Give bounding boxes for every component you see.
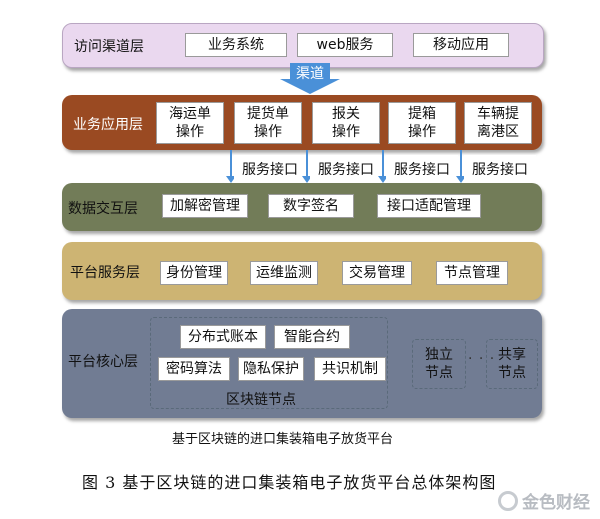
figure-title: 图 3 基于区块链的进口集装箱电子放货平台总体架构图 bbox=[82, 473, 497, 492]
platform-service-layer-label: 平台服务层 bbox=[70, 265, 140, 281]
transaction-management-box: 交易管理 bbox=[342, 261, 412, 285]
cryptography-box: 密码算法 bbox=[158, 357, 230, 381]
interface-line-1 bbox=[230, 150, 232, 176]
digital-signature-box: 数字签名 bbox=[268, 194, 354, 218]
business-application-layer-label: 业务应用层 bbox=[73, 117, 143, 133]
service-interface-3: 服务接口 bbox=[386, 155, 458, 183]
access-channel-layer-label: 访问渠道层 bbox=[74, 39, 144, 55]
watermark-logo-icon bbox=[498, 490, 518, 511]
operations-monitoring-box: 运维监测 bbox=[250, 261, 318, 285]
business-system-box: 业务系统 bbox=[185, 33, 287, 57]
consensus-mechanism-box: 共识机制 bbox=[314, 357, 386, 381]
identity-management-box: 身份管理 bbox=[160, 261, 228, 285]
node-management-box: 节点管理 bbox=[436, 261, 508, 285]
mobile-app-box: 移动应用 bbox=[413, 33, 509, 57]
shared-node-box: 共享 节点 bbox=[486, 339, 538, 389]
distributed-ledger-box: 分布式账本 bbox=[180, 325, 266, 349]
blockchain-node-group bbox=[150, 317, 388, 409]
watermark-text: 金色财经 bbox=[522, 493, 590, 513]
platform-service-layer: 平台服务层 身份管理 运维监测 交易管理 节点管理 bbox=[62, 242, 542, 300]
delivery-order-box: 提货单 操作 bbox=[234, 102, 302, 144]
privacy-protection-box: 隐私保护 bbox=[238, 357, 304, 381]
web-service-box: web服务 bbox=[297, 33, 393, 57]
service-interface-1: 服务接口 bbox=[234, 155, 306, 183]
access-channel-layer: 访问渠道层 业务系统 web服务 移动应用 bbox=[62, 23, 544, 68]
business-application-layer: 业务应用层 海运单 操作 提货单 操作 报关 操作 提箱 操作 车辆提 离港区 bbox=[62, 95, 542, 150]
ocean-waybill-box: 海运单 操作 bbox=[156, 102, 224, 144]
channel-arrow-shape bbox=[280, 63, 340, 94]
independent-node-box: 独立 节点 bbox=[412, 339, 466, 389]
interface-adapter-box: 接口适配管理 bbox=[377, 194, 481, 218]
interface-line-3 bbox=[382, 150, 384, 176]
interface-arrow-2 bbox=[302, 176, 312, 183]
encryption-management-box: 加解密管理 bbox=[162, 194, 248, 218]
interface-line-4 bbox=[460, 150, 462, 176]
interface-arrow-3 bbox=[378, 176, 388, 183]
platform-core-layer: 平台核心层 分布式账本 智能合约 密码算法 隐私保护 共识机制 区块链节点 独立… bbox=[62, 309, 542, 418]
data-interaction-layer: 数据交互层 加解密管理 数字签名 接口适配管理 bbox=[62, 183, 542, 231]
container-pickup-box: 提箱 操作 bbox=[388, 102, 456, 144]
blockchain-node-label: 区块链节点 bbox=[226, 392, 296, 408]
channel-arrow: 渠道 bbox=[280, 63, 340, 94]
service-interface-2: 服务接口 bbox=[310, 155, 382, 183]
customs-declaration-box: 报关 操作 bbox=[312, 102, 380, 144]
vehicle-exit-box: 车辆提 离港区 bbox=[464, 102, 532, 144]
interface-arrow-4 bbox=[456, 176, 466, 183]
service-interface-4: 服务接口 bbox=[464, 155, 536, 183]
interface-line-2 bbox=[306, 150, 308, 176]
data-interaction-layer-label: 数据交互层 bbox=[68, 201, 138, 217]
watermark: 金色财经 bbox=[498, 488, 590, 513]
smart-contract-box: 智能合约 bbox=[274, 325, 350, 349]
interface-arrow-1 bbox=[226, 176, 236, 183]
platform-core-layer-label: 平台核心层 bbox=[68, 354, 138, 370]
channel-arrow-label: 渠道 bbox=[296, 65, 324, 81]
diagram-caption: 基于区块链的进口集装箱电子放货平台 bbox=[172, 432, 394, 447]
ellipsis-dots: · · · bbox=[468, 351, 496, 367]
